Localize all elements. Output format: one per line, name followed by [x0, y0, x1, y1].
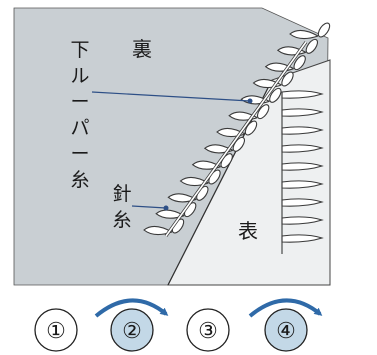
needle-label-char: 針 — [112, 183, 131, 205]
step-circle — [34, 308, 78, 352]
upper-edge-loops — [281, 90, 324, 254]
edge-loop — [281, 216, 324, 225]
rotation-arrow-icon — [248, 298, 323, 318]
looper-leader-line — [91, 91, 251, 102]
edge-loop — [281, 108, 324, 117]
looper-loop — [167, 193, 197, 203]
looper-chain-link — [317, 22, 331, 38]
edge-loop — [281, 234, 324, 243]
looper-loop — [179, 176, 209, 187]
edge-loop — [281, 162, 324, 171]
step-4: ④ — [248, 298, 323, 352]
looper-chain-link — [244, 120, 258, 136]
step-number: ④ — [276, 319, 296, 344]
back-label: 裏 — [132, 37, 152, 61]
needle-leader-line — [131, 205, 167, 209]
front-label: 表 — [238, 219, 258, 243]
looper-chain-link — [305, 38, 319, 54]
looper-chain-link — [293, 55, 306, 71]
step-circle — [186, 308, 230, 352]
looper-label-char: 下 — [70, 39, 89, 61]
step-number: ② — [122, 319, 142, 344]
edge-loop — [281, 90, 324, 99]
step-2: ② — [94, 298, 169, 352]
looper-label-char: 糸 — [70, 169, 89, 191]
looper-label-char: ー — [70, 91, 89, 113]
needle-thread-line — [165, 41, 307, 237]
looper-leader-dot — [247, 98, 253, 104]
step-circle — [110, 308, 154, 352]
edge-loop — [281, 144, 324, 153]
edge-loop — [281, 198, 324, 207]
needle-thread-label: 針糸 — [112, 183, 131, 231]
looper-label-char: ル — [70, 65, 89, 87]
looper-loop — [155, 209, 185, 219]
needle-thread-stitches — [164, 41, 308, 237]
needle-leader-dot — [163, 205, 169, 211]
rotation-arrow-icon — [94, 298, 169, 318]
edge-loop — [281, 126, 324, 135]
step-3: ③ — [186, 308, 230, 352]
looper-loop — [143, 225, 173, 236]
edge-loop — [281, 180, 324, 189]
step-indicators: ① ② ③ ④ — [34, 298, 323, 352]
step-circle — [264, 308, 308, 352]
looper-chain-link — [269, 87, 282, 103]
looper-chain-link — [281, 71, 294, 87]
looper-loop — [191, 160, 221, 170]
looper-label-char: パ — [70, 117, 89, 139]
step-1: ① — [34, 308, 78, 352]
back-label-group: 裏 — [132, 37, 152, 61]
looper-chain-link — [256, 104, 270, 120]
step-number: ③ — [198, 319, 218, 344]
looper-label-char: ー — [70, 143, 89, 165]
looper-loop — [289, 29, 319, 40]
step-number: ① — [46, 319, 66, 344]
needle-label-char: 糸 — [112, 209, 131, 231]
